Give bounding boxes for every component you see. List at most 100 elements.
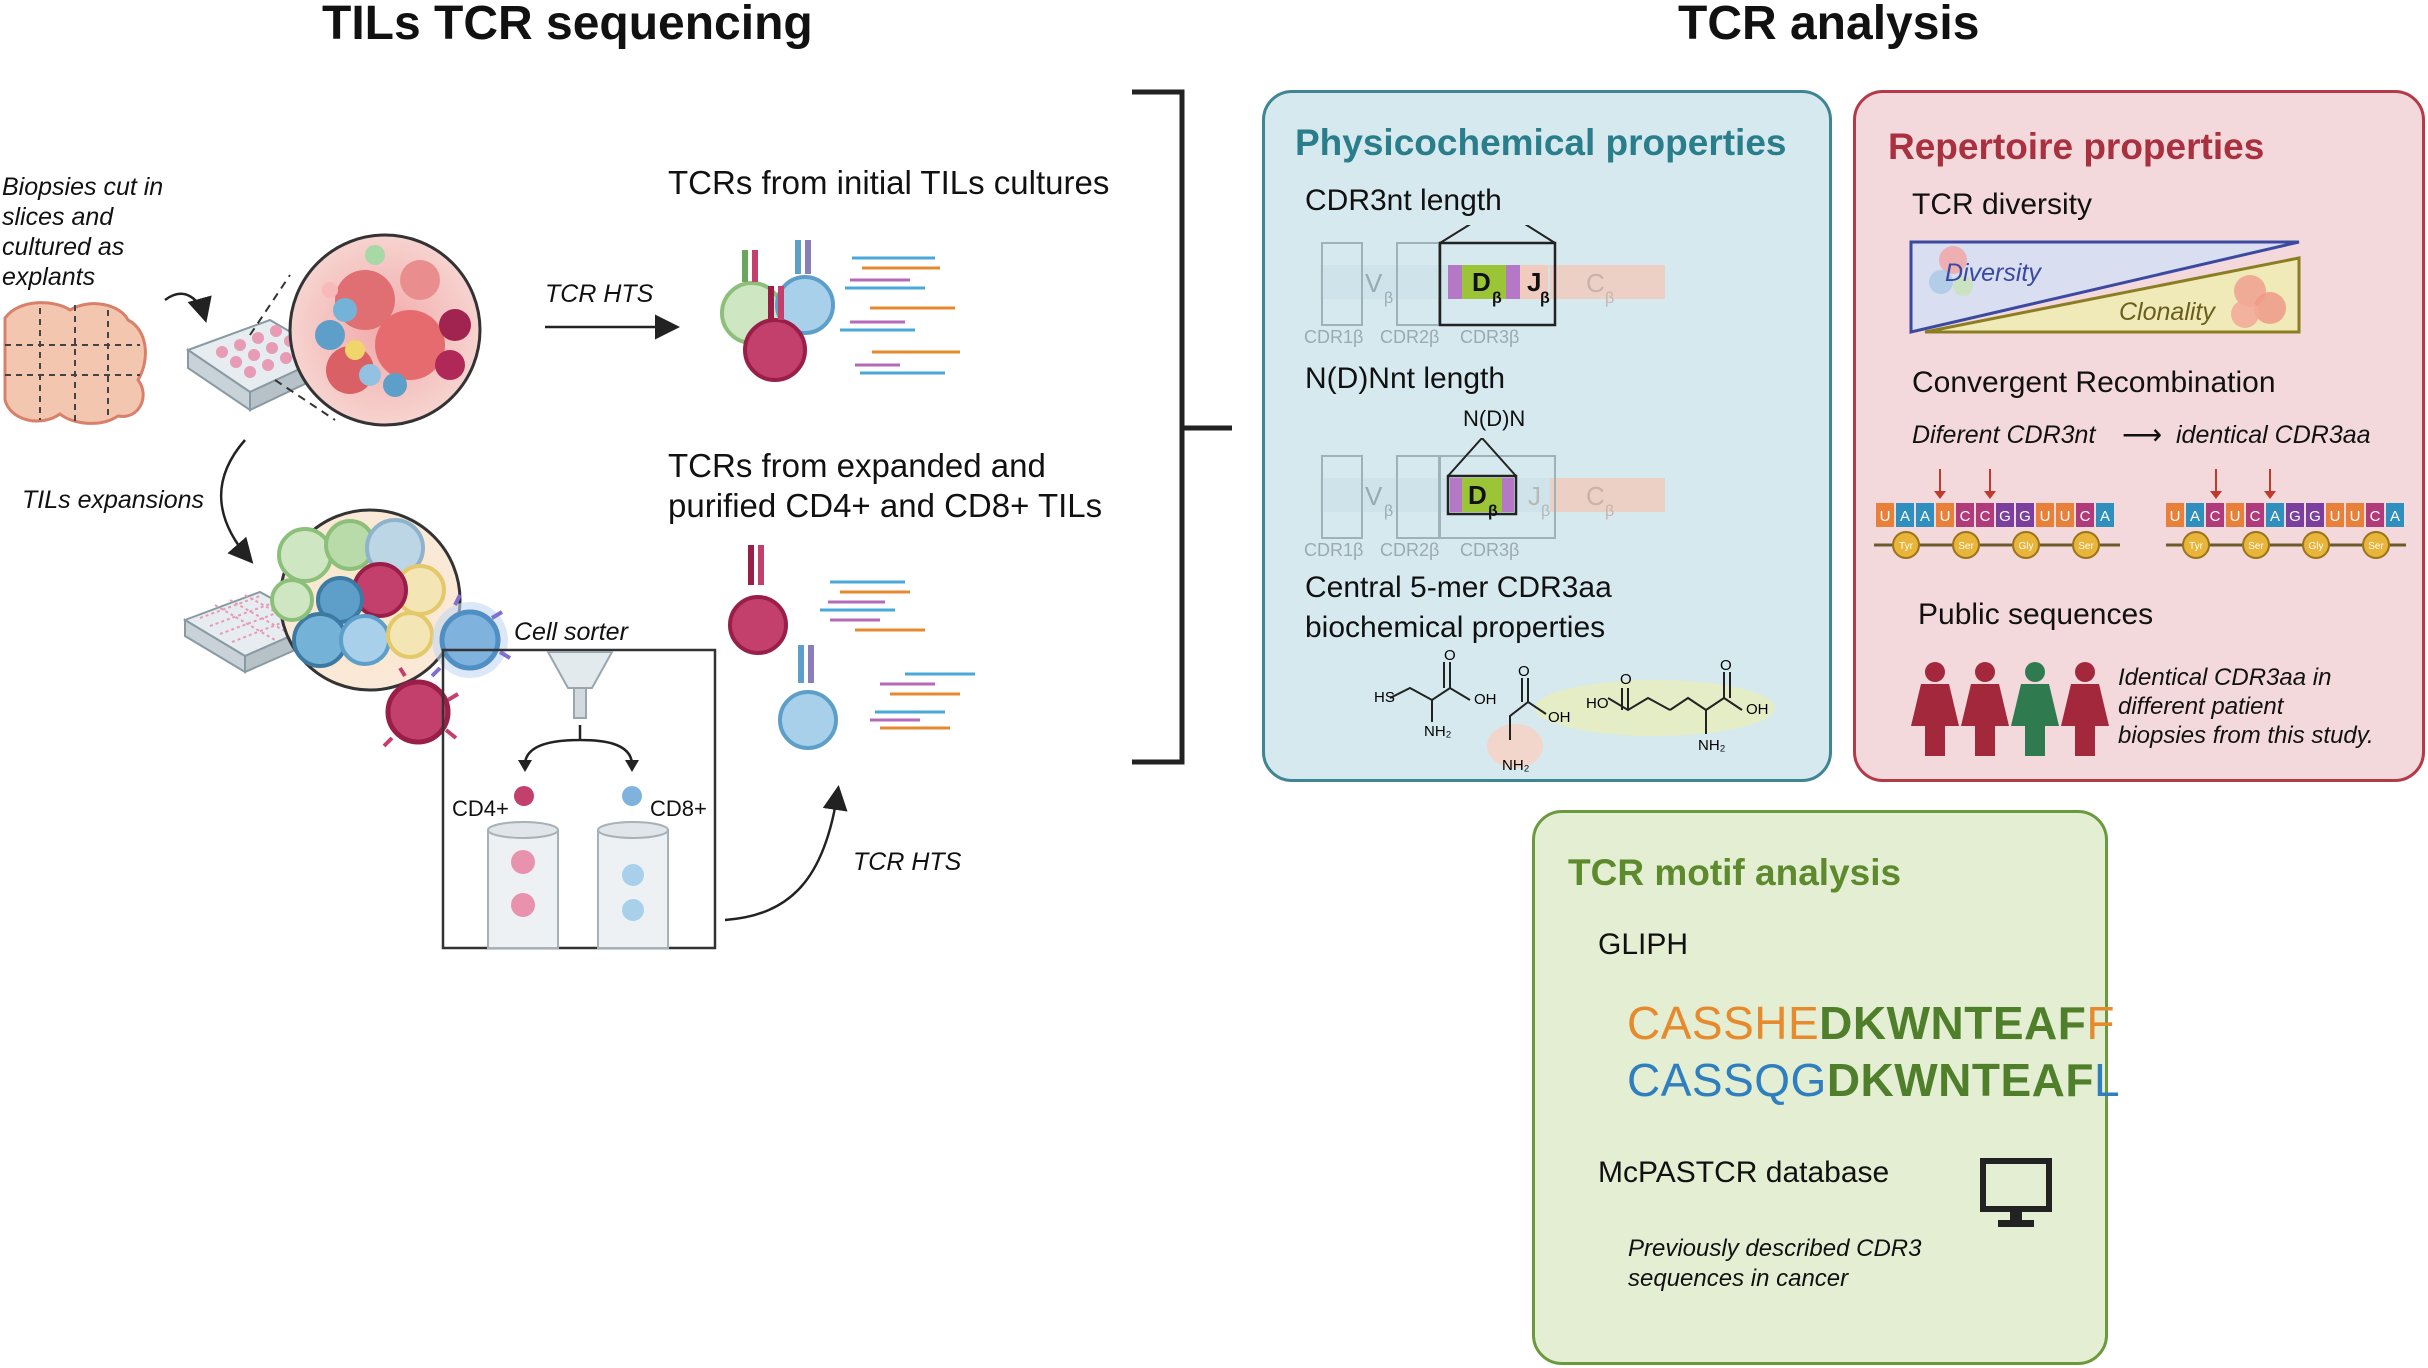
nucleotide-letter: U [1940,508,1951,525]
svg-text:OH: OH [1548,709,1571,726]
tumor-explant-icon [288,233,482,427]
amino-acid-label: Ser [1958,541,1974,552]
public-note: Identical CDR3aa in different patient bi… [2118,664,2374,749]
nucleotide-tile [1916,503,1934,527]
amino-acid-bead [2072,531,2100,559]
nucleotide-tile [1936,503,1954,527]
nucleotide-tile [1976,503,1994,527]
svg-text:NH₂: NH₂ [1424,723,1452,740]
nucleotide-letter: U [2230,508,2241,525]
svg-text:CDR2β: CDR2β [1380,327,1439,347]
amino-acid-bead [2302,531,2330,559]
gene-diagram-ndn: V β D β J β C β CDR1β CDR2β CDR3β [1304,438,1665,560]
tcr-hts-label-2: TCR HTS [853,848,962,876]
biopsy-tissue-icon [3,301,147,425]
amino-acid-label: Ser [2248,541,2264,552]
svg-text:O: O [1620,671,1632,688]
svg-text:β: β [1605,290,1614,307]
convergent-recombination-label: Convergent Recombination [1912,366,2276,399]
physicochemical-title: Physicochemical properties [1295,122,1787,163]
amino-acid-label: Ser [2078,541,2094,552]
svg-text:HO: HO [1586,695,1609,712]
cell-sorter-box [441,648,717,950]
cell-sorter-funnel-icon [546,651,614,719]
nucleotide-tile [2186,503,2204,527]
initial-tcrs-heading: TCRs from initial TILs cultures [668,164,1110,201]
svg-text:β: β [1605,503,1614,520]
nucleotide-tile [2206,503,2224,527]
public-sequences-label: Public sequences [1918,598,2154,631]
svg-text:J: J [1528,481,1541,511]
ndn-label: N(D)N [1463,406,1526,431]
nucleotide-tile [2076,503,2094,527]
diversity-clonality-icon: Diversity Clonality [1909,240,2301,334]
nucleotide-tile [2166,503,2184,527]
nucleotide-tile [2266,503,2284,527]
nucleotide-letter: C [1960,508,1971,525]
svg-text:NH₂: NH₂ [1698,737,1726,754]
nucleotide-letter: A [1900,508,1910,525]
svg-text:O: O [1444,650,1456,664]
different-cdr3nt-label: Diferent CDR3nt [1912,421,2096,449]
physicochemical-panel [1262,90,1832,782]
gene-diagram-cdr3: V β D β J β C β CDR1β CDR2β CDR3β [1304,225,1665,347]
nucleotide-letter: G [2289,508,2301,525]
svg-text:O: O [1720,657,1732,674]
motif-panel [1532,810,2108,1365]
svg-text:Diversity: Diversity [1945,259,2042,287]
nucleotide-letter: C [2370,508,2381,525]
nucleotide-tile [2226,503,2244,527]
gliph-label: GLIPH [1598,928,1689,961]
nucleotide-tile [2366,503,2384,527]
nucleotide-letter: U [2330,508,2341,525]
nucleotide-tile [2286,503,2304,527]
dna-strands-icon-2 [820,580,975,730]
cd8-label: CD8+ [650,796,707,821]
database-note: Previously described CDR3 sequences in c… [1628,1235,1922,1292]
svg-text:OH: OH [1746,701,1769,718]
amino-acid-bead [2242,531,2270,559]
amino-acid-bead [2362,531,2390,559]
svg-text:C: C [1586,481,1605,511]
nucleotide-letter: A [1920,508,1930,525]
nucleotide-tile [1876,503,1894,527]
svg-text:β: β [1488,503,1498,520]
cd4-cell [385,679,451,745]
nucleotide-tile [1896,503,1914,527]
motif-title: TCR motif analysis [1568,852,1902,893]
svg-text:D: D [1472,267,1491,297]
nucleotide-tile [2056,503,2074,527]
amino-acid-bead [2182,531,2210,559]
nucleotide-letter: U [2170,508,2181,525]
cell-sorter-label: Cell sorter [514,618,628,646]
left-illustrations [3,89,1232,950]
expansion-note: TILs expansions [22,486,205,514]
svg-text:D: D [1468,480,1487,510]
ndn-length-label: N(D)Nnt length [1305,362,1506,395]
tcr-hts-label-1: TCR HTS [545,280,654,308]
svg-text:β: β [1541,503,1550,520]
svg-text:NH₂: NH₂ [1502,757,1530,774]
cd4-tube-icon [487,821,559,949]
svg-text:CDR3β: CDR3β [1460,327,1519,347]
amino-acid-label: Tyr [2189,541,2204,552]
biopsy-note: Biopsies cut in slices and cultured as e… [2,173,164,291]
right-title: TCR analysis [1678,0,1980,50]
svg-text:O: O [1518,663,1530,680]
cd8-cell [439,609,501,671]
nucleotide-letter: G [1999,508,2011,525]
nucleotide-letter: C [1980,508,1991,525]
amino-acid-bead [1952,531,1980,559]
patients-icon [1911,662,2109,756]
cd4-label: CD4+ [452,796,509,821]
svg-text:β: β [1540,290,1550,307]
expanded-tils-icon [270,508,462,692]
svg-text:CDR1β: CDR1β [1304,540,1363,560]
nucleotide-letter: U [2350,508,2361,525]
nucleotide-tile [2326,503,2344,527]
cdr3nt-length-label: CDR3nt length [1305,184,1502,217]
nucleotide-letter: A [2190,508,2200,525]
central-5mer-label: Central 5-mer CDR3aa biochemical propert… [1305,571,1612,644]
